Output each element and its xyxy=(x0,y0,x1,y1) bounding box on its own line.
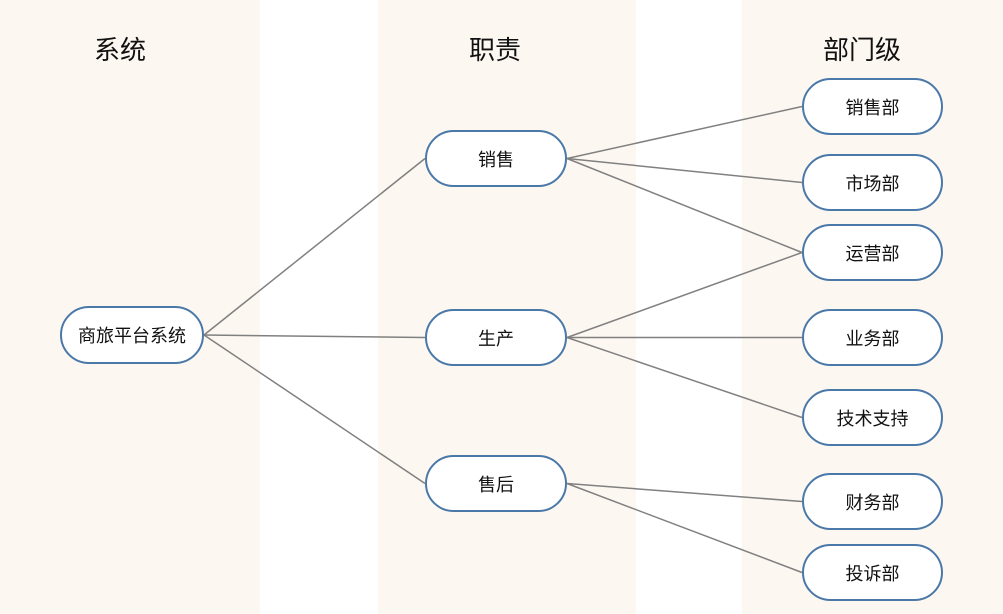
duty-node-aftersales: 售后 xyxy=(425,455,567,512)
system-column-header: 系统 xyxy=(93,36,146,66)
duty-node-sales: 销售 xyxy=(425,130,567,187)
edge-duty_sales-to-dept_market xyxy=(566,157,803,184)
edge-duty_production-to-dept_operations xyxy=(566,251,803,339)
dept-node-complaints: 投诉部 xyxy=(802,544,943,601)
duty-node-production: 生产 xyxy=(425,309,567,366)
dept-node-market: 市场部 xyxy=(802,154,943,211)
duty-column-header: 职责 xyxy=(468,36,521,66)
edge-duty_sales-to-dept_sales xyxy=(566,105,803,160)
root-node: 商旅平台系统 xyxy=(60,306,204,364)
edge-root-to-duty_production xyxy=(203,334,426,339)
dept-node-tech-support: 技术支持 xyxy=(802,389,943,446)
edge-duty_aftersales-to-dept_finance xyxy=(566,482,803,503)
dept-node-finance: 财务部 xyxy=(802,473,943,530)
edge-duty_sales-to-dept_operations xyxy=(566,157,803,254)
edge-root-to-duty_aftersales xyxy=(203,334,426,485)
edge-duty_aftersales-to-dept_complaints xyxy=(566,482,803,574)
dept-node-business: 业务部 xyxy=(802,309,943,366)
edge-root-to-duty_sales xyxy=(203,157,426,336)
dept-node-operations: 运营部 xyxy=(802,224,943,281)
edge-duty_production-to-dept_tech_support xyxy=(566,336,803,419)
dept-node-sales: 销售部 xyxy=(802,78,943,135)
department-column-header: 部门级 xyxy=(822,36,901,66)
